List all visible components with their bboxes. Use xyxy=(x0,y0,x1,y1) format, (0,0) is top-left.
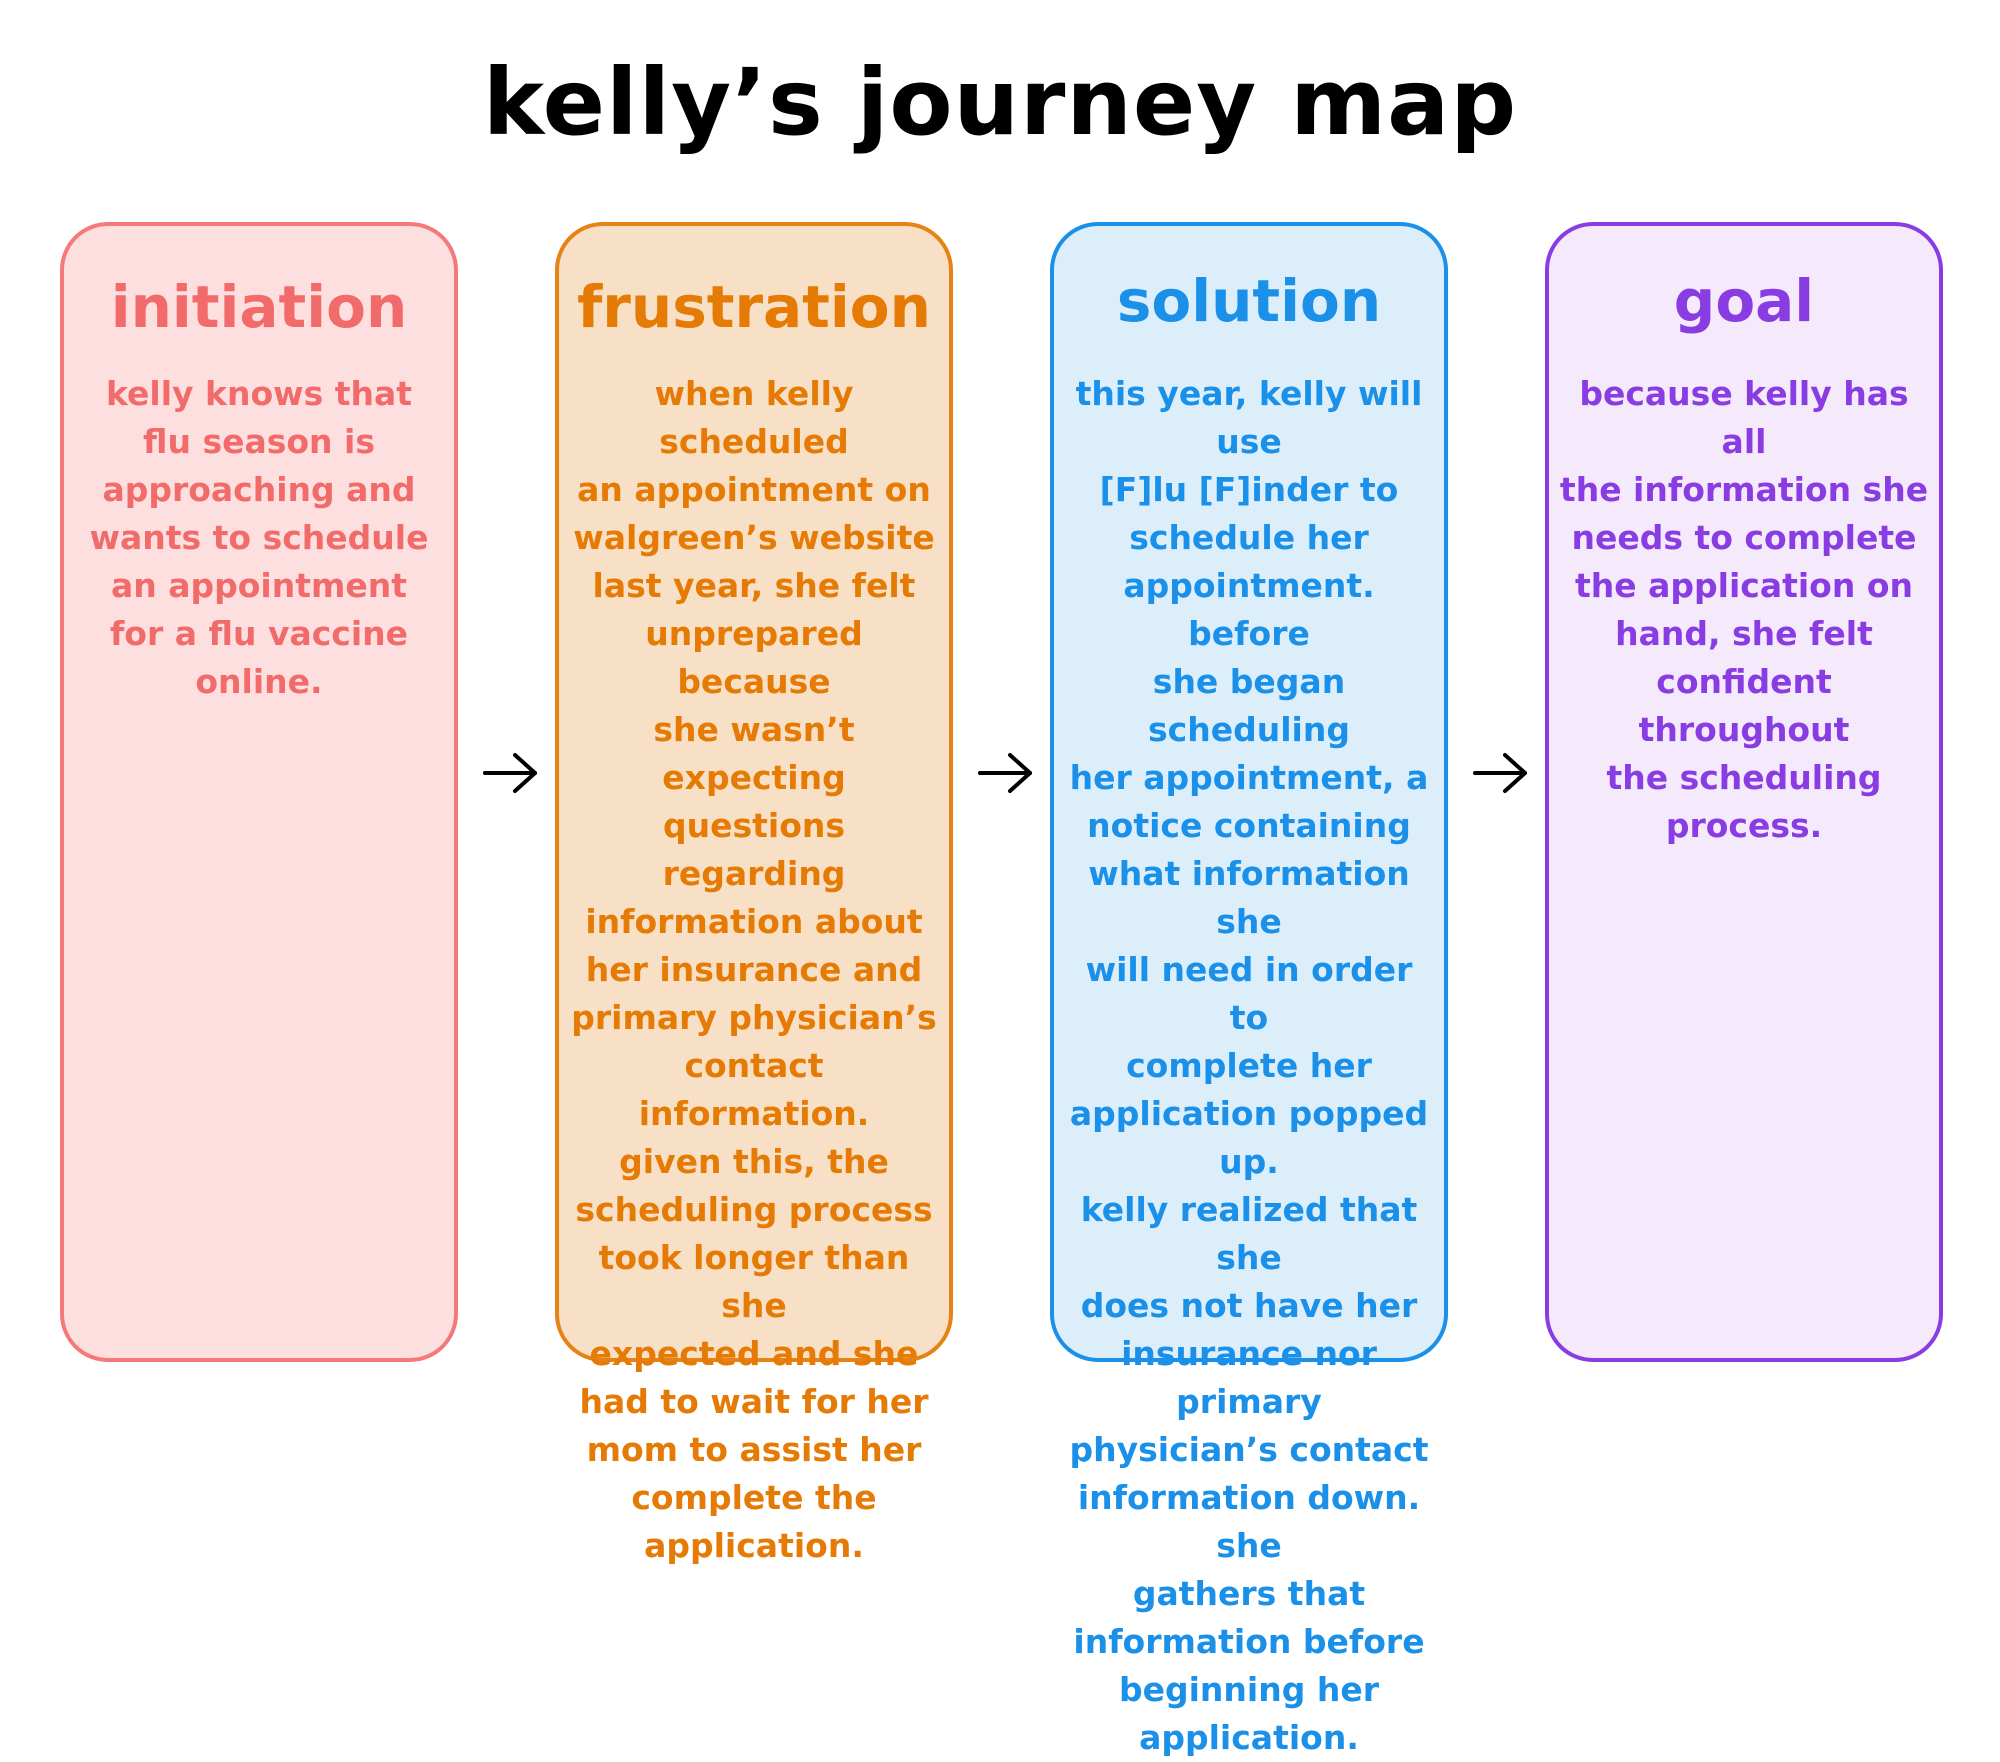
stage-card-solution: solution this year, kelly will use [F]lu… xyxy=(1050,222,1448,1757)
stage-title-frustration: frustration xyxy=(577,273,931,341)
stage-title-initiation: initiation xyxy=(110,273,408,341)
arrow-right-icon xyxy=(483,753,537,793)
stage-card-frustration: frustration when kelly scheduled an appo… xyxy=(555,222,953,1565)
page-title: kelly’s journey map xyxy=(482,49,1518,156)
stage-title-goal: goal xyxy=(1673,267,1815,335)
arrow-right-icon xyxy=(978,753,1032,793)
stage-body-solution: this year, kelly will use [F]lu [F]inder… xyxy=(1069,374,1429,1757)
stage-body-goal: because kelly has all the information sh… xyxy=(1559,374,1929,845)
arrow-right-icon xyxy=(1473,753,1527,793)
stage-card-goal: goal because kelly has all the informati… xyxy=(1545,222,1943,1362)
stage-card-initiation: initiation kelly knows that flu season i… xyxy=(60,222,458,1362)
stage-body-initiation: kelly knows that flu season is approachi… xyxy=(89,374,429,701)
stage-title-solution: solution xyxy=(1116,267,1382,335)
stage-body-frustration: when kelly scheduled an appointment on w… xyxy=(571,374,937,1565)
